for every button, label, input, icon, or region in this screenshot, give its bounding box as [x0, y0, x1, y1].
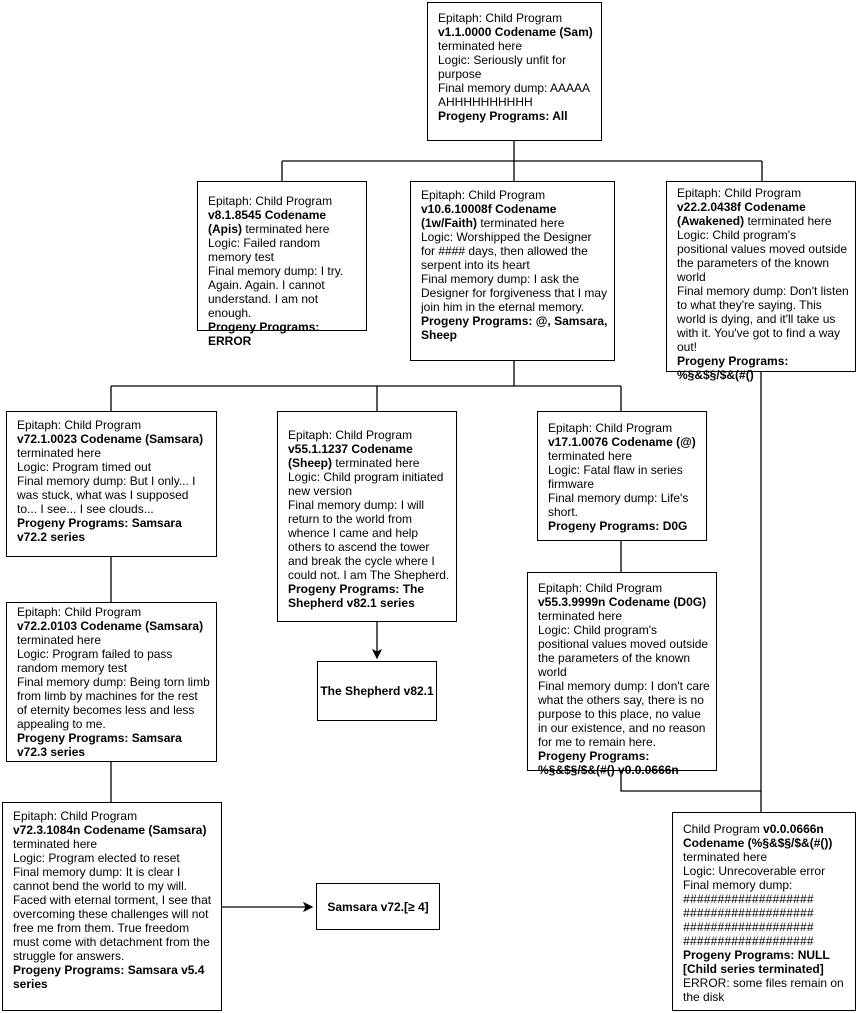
node-logic: Logic: Fatal flaw in series firmware	[548, 463, 683, 491]
node-memory: Final memory dump: AAAAA AHHHHHHHHHH	[438, 81, 590, 109]
node-epitaph: Epitaph: Child Program	[538, 581, 663, 595]
node-samsara-next[interactable]: Samsara v72.[≥ 4]	[316, 883, 440, 930]
node-samsara-v72-1[interactable]: Epitaph: Child Program v72.1.0023 Codena…	[6, 411, 217, 557]
node-memory: Final memory dump: It is clear I cannot …	[13, 865, 212, 963]
node-epitaph: Epitaph: Child Program	[288, 428, 413, 442]
node-epitaph: Epitaph: Child Program	[421, 188, 546, 202]
node-final-v0[interactable]: Child Program v0.0.0666n Codename (%§&$§…	[672, 812, 856, 1011]
node-terminated: terminated here	[744, 214, 832, 228]
node-epitaph: Epitaph: Child Program	[17, 418, 142, 432]
node-logic: Logic: Child program's positional values…	[677, 228, 848, 284]
node-version: v1.1.0000 Codename (Sam)	[438, 25, 593, 39]
node-memory: Final memory dump: I ask the Designer fo…	[421, 272, 608, 314]
node-logic: Logic: Child program's positional values…	[538, 623, 709, 679]
node-logic: Logic: Worshipped the Designer for #### …	[421, 230, 592, 272]
node-progeny: Progeny Programs: Samsara v5.4 series	[13, 963, 205, 991]
node-version: v10.6.10008f Codename (1w/Faith)	[421, 202, 557, 230]
node-epitaph: Epitaph: Child Program	[548, 421, 673, 435]
node-error: ERROR: some files remain on the disk	[683, 976, 844, 1004]
node-memory-line: ###################	[683, 920, 814, 934]
node-epitaph: Epitaph: Child Program	[17, 605, 142, 619]
node-memory: Final memory dump: Don't listen to what …	[677, 284, 849, 354]
node-version: v55.3.9999n Codename (D0G)	[538, 595, 707, 609]
node-version: v72.2.0103 Codename (Samsara)	[17, 619, 204, 633]
edge-sam-children	[281, 141, 763, 181]
node-version: v72.3.1084n Codename (Samsara)	[13, 823, 207, 837]
node-epitaph: Epitaph: Child Program	[677, 186, 802, 200]
node-terminated: terminated here	[242, 222, 330, 236]
node-label: Samsara v72.[≥ 4]	[327, 899, 429, 914]
node-terminated: terminated here	[438, 39, 523, 53]
node-samsara-v72-2[interactable]: Epitaph: Child Program v72.2.0103 Codena…	[6, 602, 217, 762]
node-terminated: terminated here	[548, 449, 633, 463]
node-epitaph: Epitaph: Child Program	[438, 11, 563, 25]
node-faith[interactable]: Epitaph: Child Program v10.6.10008f Code…	[410, 181, 615, 361]
node-memory-line: ###################	[683, 906, 814, 920]
node-progeny: Progeny Programs: D0G	[548, 519, 688, 533]
node-sheep[interactable]: Epitaph: Child Program v55.1.1237 Codena…	[277, 411, 457, 622]
node-version: v55.1.1237 Codename (Sheep)	[288, 442, 413, 470]
node-epitaph: Epitaph: Child Program	[13, 809, 138, 823]
node-awakened[interactable]: Epitaph: Child Program v22.2.0438f Coden…	[666, 181, 856, 382]
node-terminated: terminated here	[332, 456, 420, 470]
node-memory: Final memory dump: I will return to the …	[288, 498, 450, 582]
edge-faith-children	[110, 361, 622, 411]
node-progeny: Progeny Programs: %§&$§/$&(#()	[677, 354, 789, 382]
node-logic: Logic: Failed random memory test	[208, 236, 321, 264]
node-version: v8.1.8545 Codename (Apis)	[208, 208, 327, 236]
node-memory: Final memory dump: I don't care what the…	[538, 679, 710, 749]
node-progeny: Progeny Programs: @, Samsara, Sheep	[421, 314, 608, 342]
node-progeny: Progeny Programs: %§&$§/$&(#() v0.0.0666…	[538, 749, 679, 777]
node-at[interactable]: Epitaph: Child Program v17.1.0076 Codena…	[537, 411, 707, 541]
node-progeny: Progeny Programs: The Shepherd v82.1 ser…	[288, 582, 425, 610]
node-dog[interactable]: Epitaph: Child Program v55.3.9999n Coden…	[527, 572, 717, 777]
node-logic: Logic: Unrecoverable error	[683, 864, 826, 878]
node-progeny: Progeny Programs: ERROR	[208, 320, 320, 348]
node-sam[interactable]: Epitaph: Child Program v1.1.0000 Codenam…	[427, 2, 602, 141]
node-shepherd[interactable]: The Shepherd v82.1	[317, 661, 437, 721]
node-terminated: terminated here	[13, 837, 98, 851]
node-version: v72.1.0023 Codename (Samsara)	[17, 432, 204, 446]
node-memory: Final memory dump: Being torn limb from …	[17, 675, 210, 731]
node-logic: Logic: Child program initiated new versi…	[288, 470, 444, 498]
node-logic: Logic: Program timed out	[17, 460, 152, 474]
node-prefix: Child Program	[683, 822, 764, 836]
node-version: v22.2.0438f Codename (Awakened)	[677, 200, 806, 228]
node-terminated: terminated here	[17, 633, 102, 647]
node-apis[interactable]: Epitaph: Child Program v8.1.8545 Codenam…	[197, 181, 367, 348]
node-progeny: Progeny Programs: Samsara v72.3 series	[17, 731, 182, 759]
node-progeny: Progeny Programs: All	[438, 109, 568, 123]
node-epitaph: Epitaph: Child Program	[208, 194, 333, 208]
node-logic: Logic: Program elected to reset	[13, 851, 180, 865]
node-progeny: Progeny Programs: Samsara v72.2 series	[17, 516, 182, 544]
node-logic: Logic: Seriously unfit for purpose	[438, 53, 567, 81]
node-terminated: terminated here	[683, 850, 768, 864]
node-terminated: terminated here	[17, 446, 102, 460]
node-version: v17.1.0076 Codename (@)	[548, 435, 696, 449]
node-memory: Final memory dump: Life's short.	[548, 491, 689, 519]
node-terminated: terminated here	[538, 609, 623, 623]
node-memory: Final memory dump: But I only... I was s…	[17, 474, 196, 516]
node-version: v0.0.0666n Codename (%§&$§/$&(#())	[683, 822, 833, 850]
node-memory: Final memory dump: I try. Again. Again. …	[208, 264, 344, 320]
node-memory-line: ###################	[683, 892, 814, 906]
edge-dog-final	[620, 771, 761, 792]
node-memory-label: Final memory dump:	[683, 878, 793, 892]
node-samsara-v72-3[interactable]: Epitaph: Child Program v72.3.1084n Coden…	[2, 802, 222, 1011]
node-progeny: Progeny Programs: NULL [Child series ter…	[683, 948, 830, 976]
node-terminated: terminated here	[477, 216, 565, 230]
node-memory-line: ###################	[683, 934, 814, 948]
node-label: The Shepherd v82.1	[320, 684, 434, 698]
node-logic: Logic: Program failed to pass random mem…	[17, 647, 173, 675]
